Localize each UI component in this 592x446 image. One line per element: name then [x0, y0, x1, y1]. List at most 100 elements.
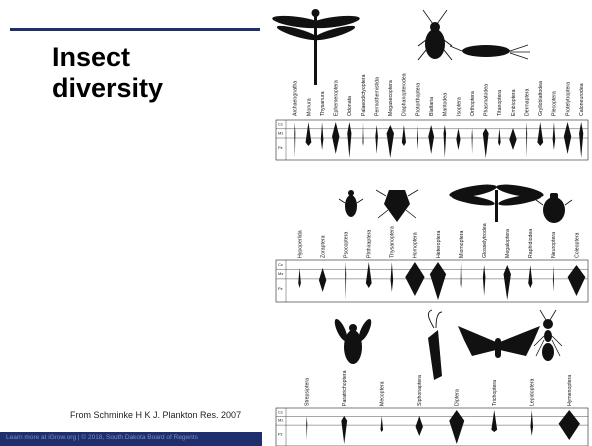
- lineage-spindle: [341, 416, 348, 444]
- lineage-spindle: [380, 416, 384, 432]
- lineage-spindle: [509, 128, 517, 150]
- order-label: Mantodea: [443, 93, 449, 116]
- dragonfly-icon: [272, 9, 360, 85]
- silverfish-icon: [449, 44, 530, 60]
- order-label: Protelytroptera: [565, 82, 571, 116]
- lineage-spindle: [429, 262, 447, 300]
- lineage-spindle: [528, 265, 533, 288]
- order-label: Miomoptera: [459, 230, 465, 258]
- era-label: Cz: [278, 262, 283, 267]
- order-label: Hypoperlida: [297, 230, 303, 258]
- era-label: Pz: [278, 286, 283, 291]
- era-label: Pz: [278, 145, 283, 150]
- lineage-spindle: [318, 268, 327, 292]
- lineage-spindle: [456, 128, 461, 150]
- lineage-spindle: [294, 122, 296, 158]
- lineage-spindle: [530, 410, 534, 436]
- lineage-spindle: [558, 410, 580, 440]
- order-label: Hymenoptera: [567, 375, 573, 406]
- lineage-spindle: [386, 125, 394, 158]
- figure-caption: From Schminke H K J. Plankton Res. 2007: [70, 410, 242, 420]
- cockroach-icon: [417, 9, 453, 61]
- order-label: Siphonaptera: [417, 375, 423, 406]
- order-label: Raphidiodea: [528, 229, 534, 258]
- lineage-spindle: [401, 125, 407, 146]
- order-label: Ephemeroptera: [334, 80, 340, 116]
- lineage-spindle: [579, 122, 584, 158]
- lineage-spindle: [332, 122, 340, 154]
- order-label: Diaphanopterodea: [402, 73, 408, 116]
- era-label: Mz: [278, 418, 283, 423]
- lineage-spindle: [362, 122, 364, 146]
- lineage-spindle: [306, 416, 308, 440]
- order-label: Phthiraptera: [367, 230, 373, 258]
- timeline-frame: [275, 119, 589, 161]
- lineage-spindle: [460, 262, 462, 288]
- lineage-spindle: [390, 262, 394, 292]
- timeline-frame: [275, 407, 589, 446]
- lineage-spindle: [563, 122, 572, 154]
- order-label: Blattaria: [429, 97, 435, 116]
- slide-title: Insect diversity: [52, 42, 164, 103]
- order-label: Isoptera: [456, 97, 462, 116]
- lineage-spindle: [305, 122, 312, 146]
- era-label: Mz: [278, 130, 283, 135]
- footer-bar: Learn more at iGrow.org | © 2018, South …: [0, 432, 262, 446]
- bug-icon: [338, 190, 364, 217]
- era-label: Mz: [278, 271, 283, 276]
- lineage-spindle: [347, 122, 352, 158]
- order-label: Plecoptera: [552, 91, 558, 116]
- order-label: Glosselytrodea: [482, 223, 488, 258]
- fly-icon: [334, 318, 372, 364]
- era-label: Cz: [278, 409, 283, 414]
- footer-text[interactable]: Learn more at iGrow.org | © 2018, South …: [6, 434, 198, 441]
- lineage-spindle: [503, 265, 511, 300]
- lineage-spindle: [320, 122, 324, 150]
- order-label: Diptera: [455, 389, 461, 406]
- lineage-spindle: [552, 122, 556, 150]
- order-label: Lepidoptera: [530, 378, 536, 406]
- figure-canvas: ArchaeognathaMonuraThysanuraEphemeropter…: [272, 9, 589, 446]
- era-label: Pz: [278, 431, 283, 436]
- lineage-spindle: [567, 265, 586, 296]
- shield-bug-icon: [375, 189, 419, 222]
- order-label: Coleoptera: [574, 233, 580, 258]
- moth-icon: [458, 326, 540, 358]
- order-label: Dermaptera: [524, 88, 530, 116]
- order-label: Heteroptera: [436, 230, 442, 258]
- order-label: Psocoptera: [343, 232, 349, 258]
- lineage-spindle: [405, 262, 425, 296]
- lineage-spindle: [375, 125, 378, 154]
- order-label: Protorthoptera: [415, 83, 421, 116]
- lineage-spindle: [298, 268, 301, 288]
- lineage-spindle: [526, 122, 528, 158]
- order-label: Zoraptera: [320, 235, 326, 258]
- lineage-spindle: [428, 125, 435, 154]
- order-label: Thysanura: [320, 91, 326, 116]
- lineage-spindle: [498, 128, 501, 146]
- lineage-spindle: [443, 125, 447, 158]
- lineage-spindle: [449, 410, 465, 444]
- beetle-icon: [535, 193, 573, 223]
- order-label: Archaeognatha: [293, 81, 299, 116]
- order-label: Strepsiptera: [305, 378, 311, 406]
- order-label: Orthoptera: [470, 91, 476, 116]
- lineage-spindle: [365, 262, 372, 288]
- order-label: Thysanoptera: [390, 226, 396, 258]
- lineage-spindle: [415, 416, 423, 436]
- timeline-frame: [275, 259, 589, 303]
- order-label: Megaloptera: [505, 229, 511, 258]
- order-label: Titanoptera: [497, 90, 503, 116]
- order-label: Megasecoptera: [388, 80, 394, 116]
- lineage-spindle: [345, 262, 347, 300]
- order-label: Neuroptera: [551, 232, 557, 258]
- lineage-spindle: [491, 410, 498, 432]
- lineage-spindle: [537, 122, 544, 146]
- order-label: Embioptera: [511, 89, 517, 116]
